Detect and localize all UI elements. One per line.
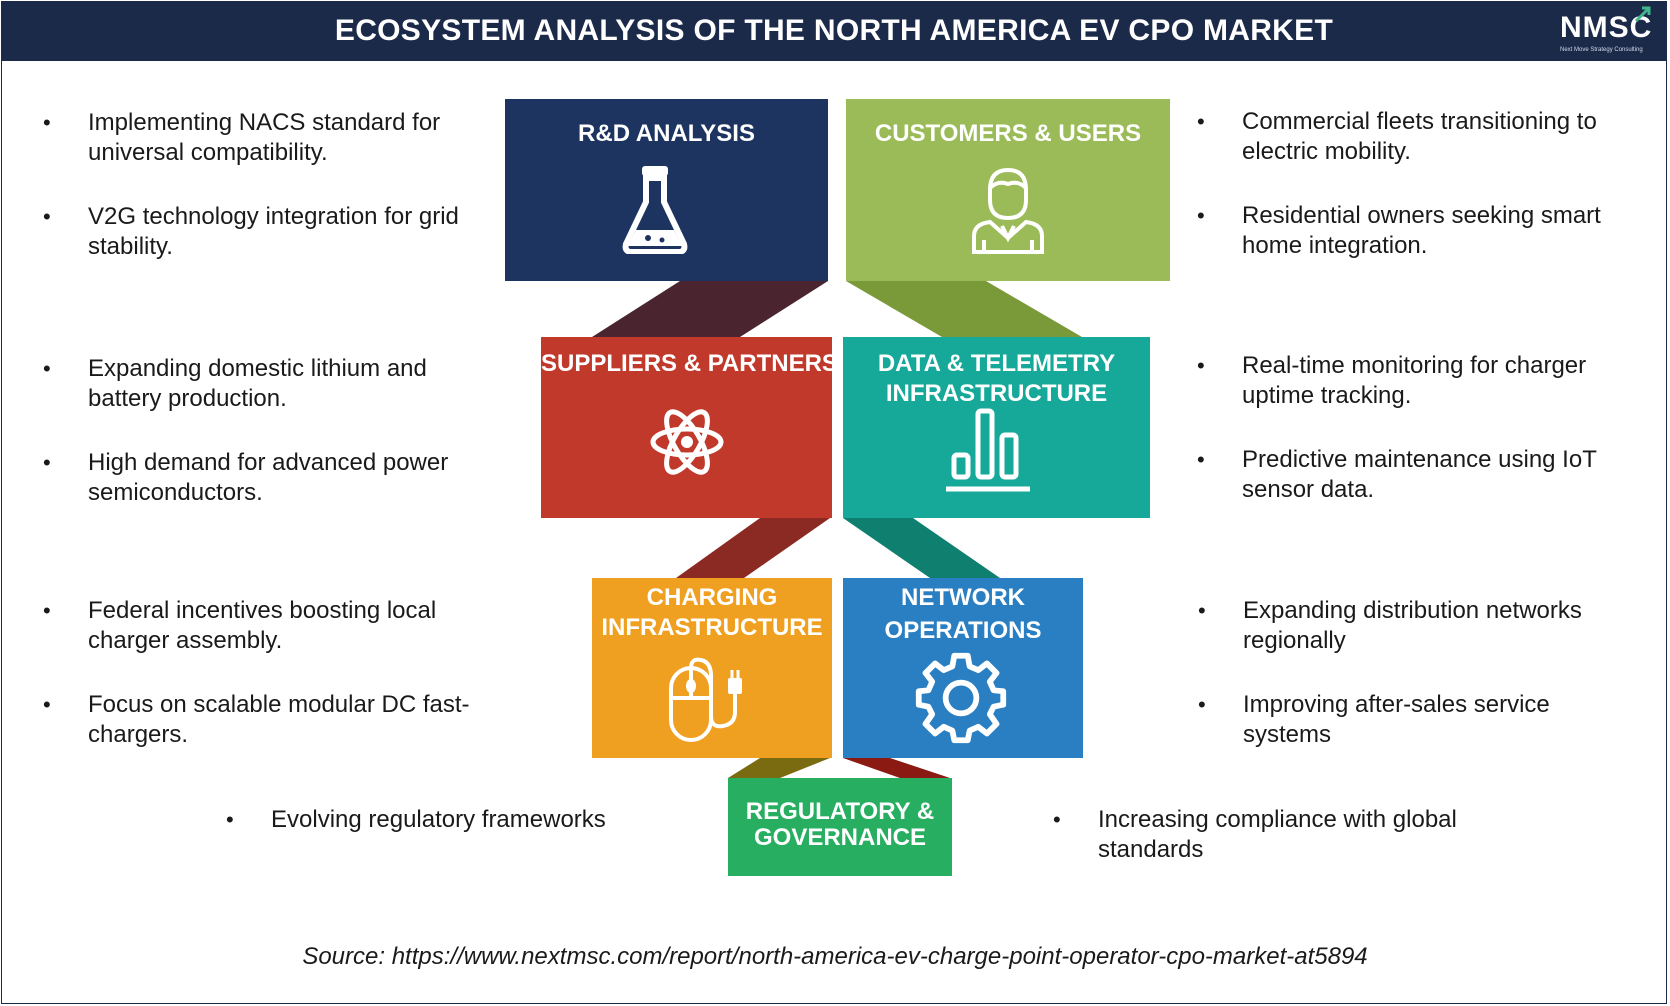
list-item: High demand for advanced power semicondu… bbox=[43, 448, 493, 508]
suppliers-partners-title: SUPPLIERS & PARTNERS bbox=[541, 350, 838, 377]
customers-points-list: Commercial fleets transitioning to elect… bbox=[1197, 107, 1637, 261]
connector-suppliers-charging bbox=[676, 518, 830, 578]
data-telemetry-title-line2: INFRASTRUCTURE bbox=[885, 380, 1108, 407]
nmsc-logo: NMSC Next Move Strategy Consulting bbox=[1556, 5, 1656, 57]
header-bar: ECOSYSTEM ANALYSIS OF THE NORTH AMERICA … bbox=[1, 1, 1667, 61]
logo-tagline: Next Move Strategy Consulting bbox=[1560, 47, 1643, 53]
regulatory-left-points-list: Evolving regulatory frameworks bbox=[226, 805, 686, 835]
list-item: V2G technology integration for grid stab… bbox=[43, 202, 493, 262]
network-operations-title-line2: OPERATIONS bbox=[884, 617, 1042, 644]
list-item: Real-time monitoring for charger uptime … bbox=[1197, 351, 1637, 411]
logo-text: NMSC bbox=[1560, 11, 1653, 44]
list-item: Residential owners seeking smart home in… bbox=[1197, 201, 1637, 261]
regulatory-right-points-list: Increasing compliance with global standa… bbox=[1053, 805, 1473, 865]
rd-analysis-title: R&D ANALYSIS bbox=[578, 120, 755, 147]
network-operations-title-line1: NETWORK bbox=[901, 584, 1025, 611]
connector-customers-data bbox=[846, 281, 1082, 337]
connector-rd-suppliers bbox=[592, 281, 828, 337]
data-points-list: Real-time monitoring for charger uptime … bbox=[1197, 351, 1637, 505]
suppliers-partners-block: SUPPLIERS & PARTNERS bbox=[541, 337, 838, 518]
rd-points-list: Implementing NACS standard for universal… bbox=[43, 108, 493, 262]
data-telemetry-title-line1: DATA & TELEMETRY bbox=[877, 350, 1116, 377]
connector-data-network bbox=[843, 518, 1000, 578]
list-item: Increasing compliance with global standa… bbox=[1053, 805, 1473, 865]
connector-charging-regulatory bbox=[728, 758, 830, 778]
list-item: Evolving regulatory frameworks bbox=[226, 805, 686, 835]
network-points-list: Expanding distribution networks regional… bbox=[1198, 596, 1638, 750]
suppliers-points-list: Expanding domestic lithium and battery p… bbox=[43, 354, 493, 508]
regulatory-governance-title-line2: GOVERNANCE bbox=[753, 824, 927, 851]
list-item: Commercial fleets transitioning to elect… bbox=[1197, 107, 1637, 167]
list-item: Federal incentives boosting local charge… bbox=[43, 596, 493, 656]
bar-chart-icon bbox=[946, 408, 1030, 492]
list-item: Predictive maintenance using IoT sensor … bbox=[1197, 445, 1637, 505]
user-icon bbox=[972, 167, 1044, 254]
regulatory-governance-title-line1: REGULATORY & bbox=[745, 798, 935, 825]
regulatory-governance-block: REGULATORY & GOVERNANCE bbox=[728, 778, 952, 876]
data-telemetry-block: DATA & TELEMETRY INFRASTRUCTURE bbox=[843, 337, 1150, 518]
mouse-icon bbox=[669, 657, 742, 742]
customers-users-title: CUSTOMERS & USERS bbox=[874, 120, 1142, 147]
customers-users-block: CUSTOMERS & USERS bbox=[846, 99, 1170, 281]
flask-icon bbox=[622, 166, 688, 254]
atom-icon bbox=[650, 409, 724, 475]
logo-arrow-icon bbox=[1634, 6, 1651, 23]
list-item: Improving after-sales service systems bbox=[1198, 690, 1638, 750]
charging-infrastructure-title-line2: INFRASTRUCTURE bbox=[601, 614, 823, 641]
list-item: Focus on scalable modular DC fast-charge… bbox=[43, 690, 493, 750]
rd-analysis-block: R&D ANALYSIS bbox=[505, 99, 828, 281]
charging-infrastructure-title-line1: CHARGING bbox=[646, 584, 778, 611]
charging-points-list: Federal incentives boosting local charge… bbox=[43, 596, 493, 750]
list-item: Expanding domestic lithium and battery p… bbox=[43, 354, 493, 414]
source-citation: Source: https://www.nextmsc.com/report/n… bbox=[302, 943, 1368, 970]
charging-infrastructure-block: CHARGING INFRASTRUCTURE bbox=[592, 578, 832, 758]
connector-network-regulatory bbox=[843, 758, 950, 778]
network-operations-block: NETWORK OPERATIONS bbox=[843, 578, 1083, 758]
list-item: Implementing NACS standard for universal… bbox=[43, 108, 493, 168]
gear-icon bbox=[915, 652, 1007, 744]
list-item: Expanding distribution networks regional… bbox=[1198, 596, 1638, 656]
page-title: ECOSYSTEM ANALYSIS OF THE NORTH AMERICA … bbox=[334, 14, 1334, 47]
